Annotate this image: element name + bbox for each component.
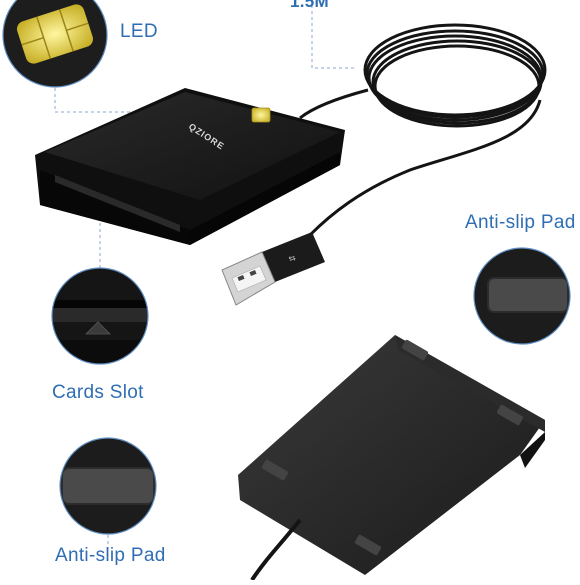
rubber-foot xyxy=(401,339,429,361)
callout-led xyxy=(2,0,108,88)
leader-cable xyxy=(311,5,355,69)
svg-text:⇆: ⇆ xyxy=(287,253,297,264)
smart-card-chip xyxy=(251,107,271,123)
callout-pad-right xyxy=(473,247,571,345)
anti-slip-pad-label-right: Anti-slip Pad xyxy=(465,212,576,233)
leader-led xyxy=(54,88,250,113)
card-reader-bottom xyxy=(238,335,545,582)
coiled-cable xyxy=(299,23,547,237)
led-label: LED xyxy=(120,21,158,42)
anti-slip-pad-label-left: Anti-slip Pad xyxy=(55,545,166,566)
card-reader-body: QZIORE xyxy=(35,88,345,245)
callout-leaders xyxy=(54,5,355,560)
rubber-foot xyxy=(261,459,289,481)
callout-pad-left xyxy=(59,437,157,535)
rubber-foot xyxy=(354,534,382,556)
cable-length-label: 1.5M xyxy=(290,0,329,11)
usb-plug: ⇆ xyxy=(221,232,325,306)
callout-cards-slot xyxy=(51,267,149,365)
cards-slot-label: Cards Slot xyxy=(52,382,144,403)
rubber-foot xyxy=(496,404,524,426)
